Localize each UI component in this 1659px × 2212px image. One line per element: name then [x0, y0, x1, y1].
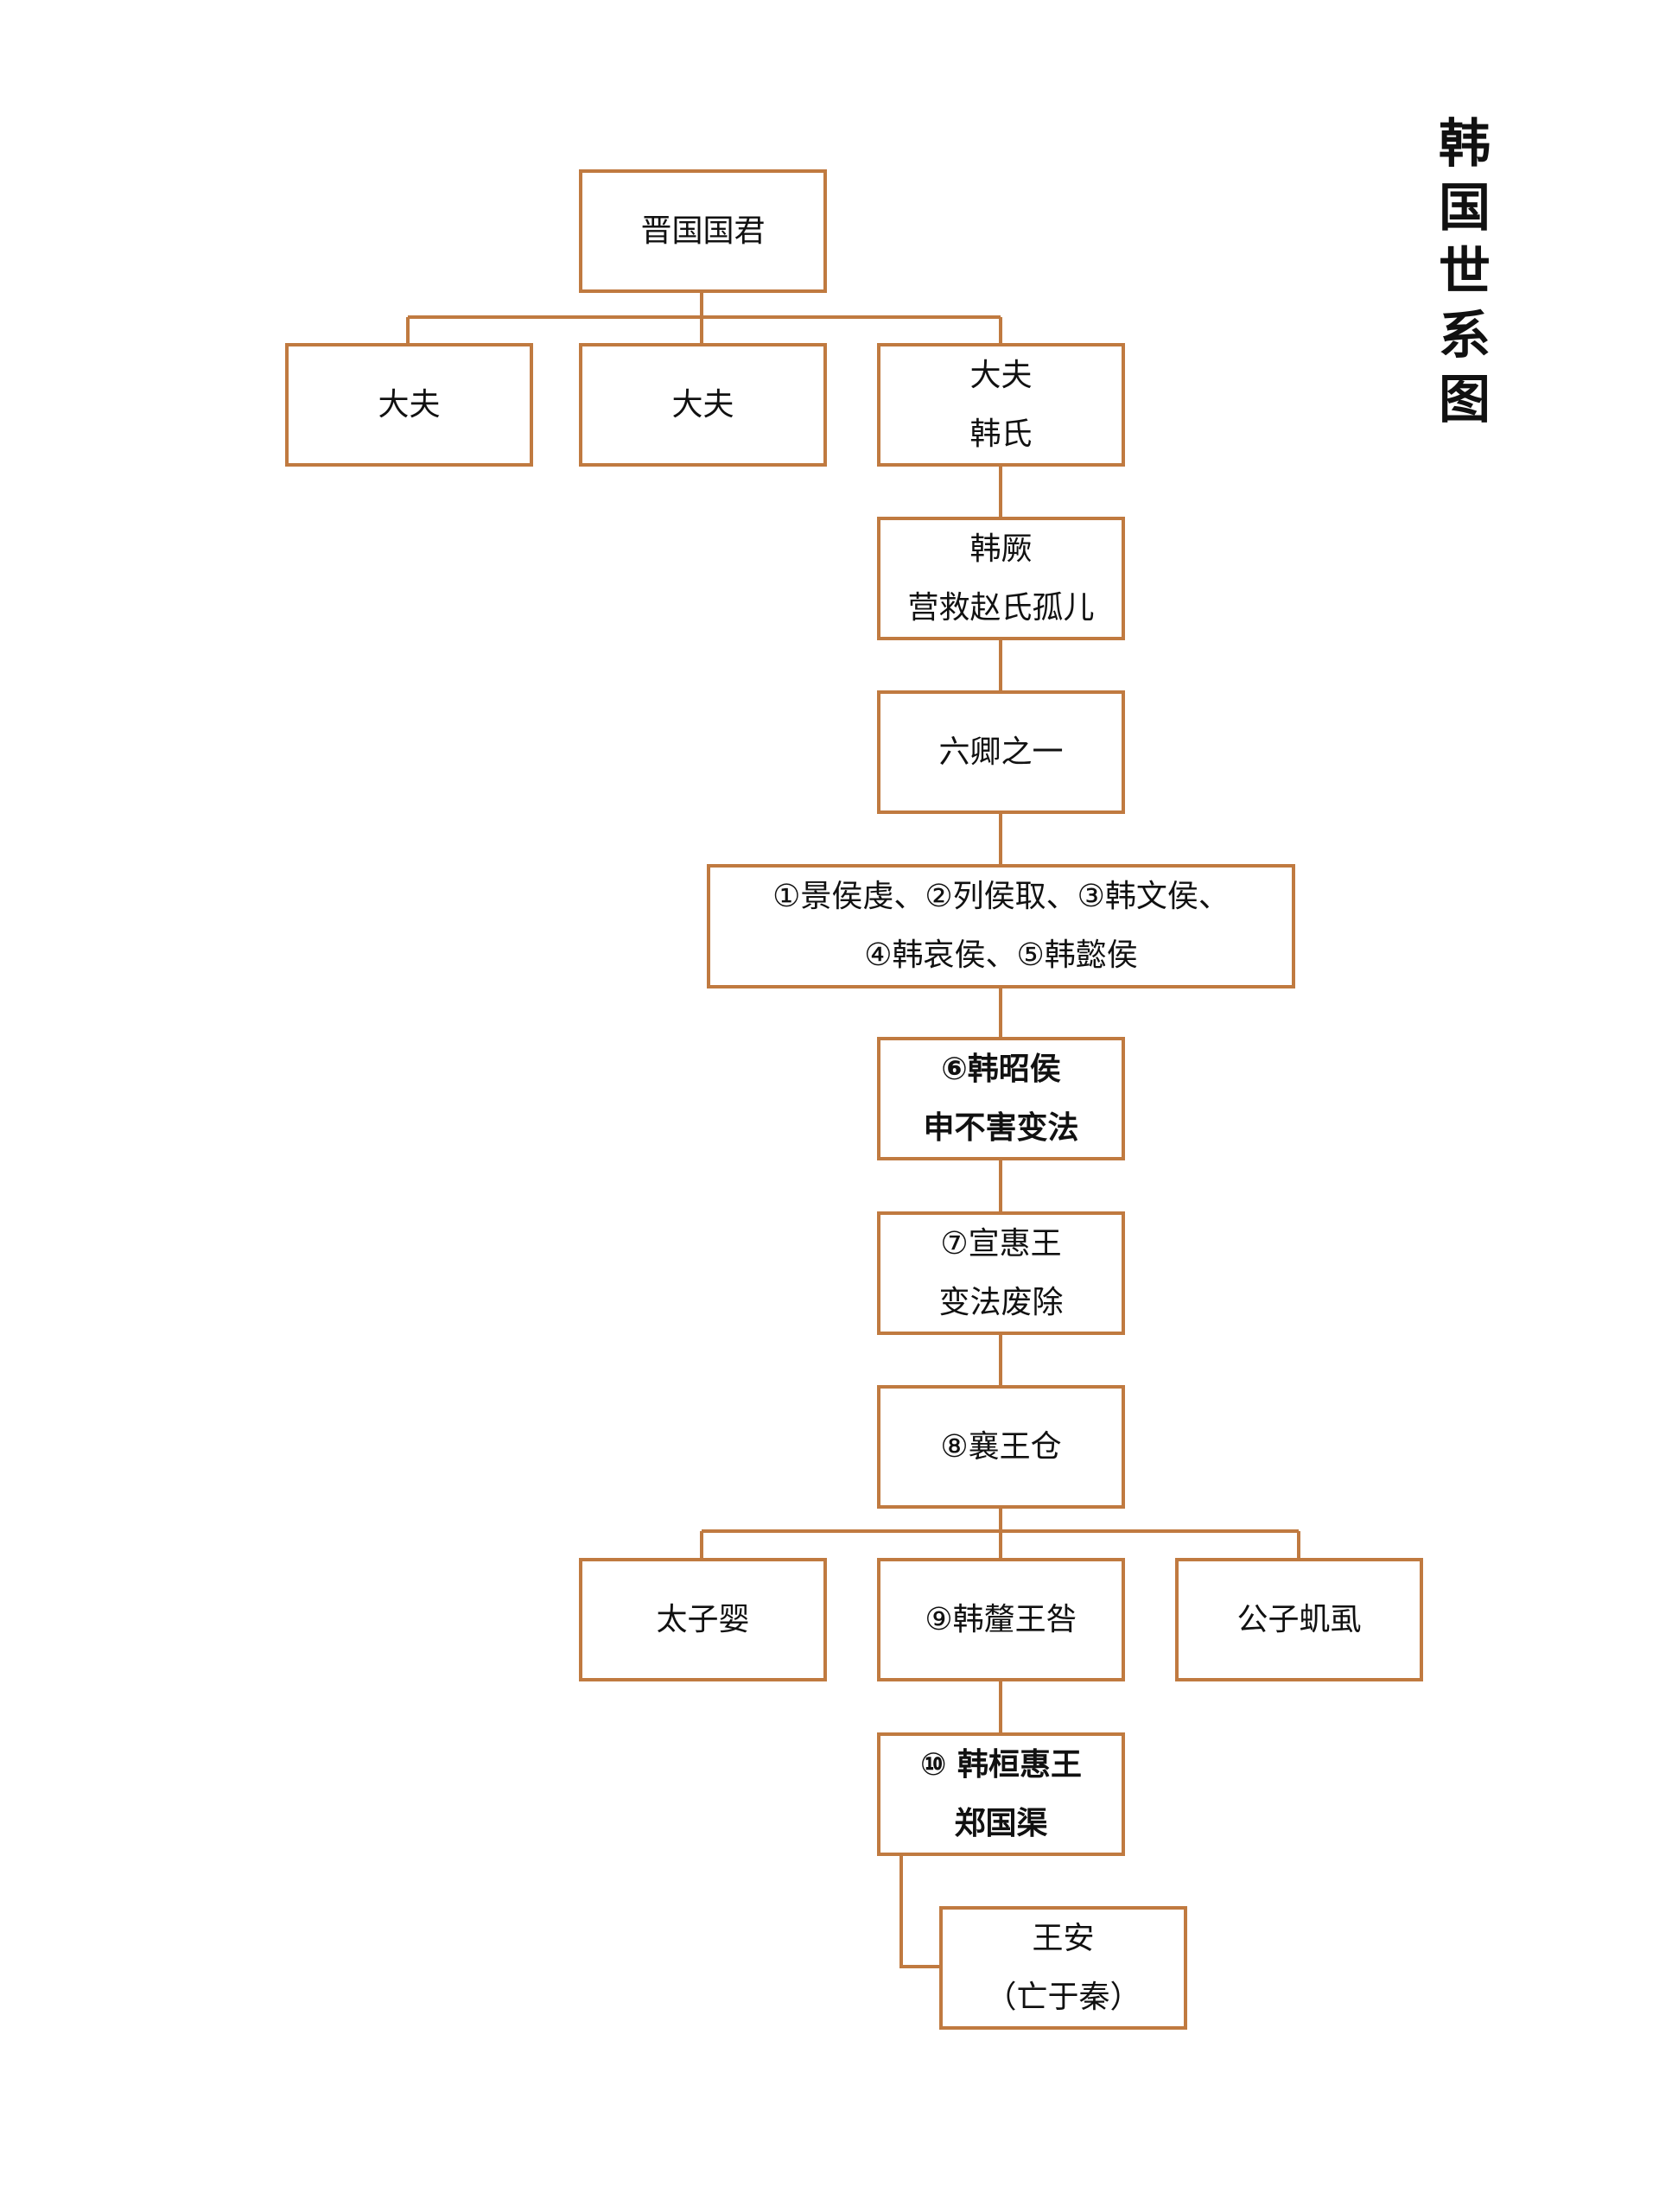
node-label: ⑨韩釐王咎 — [925, 1601, 1077, 1637]
node-label: （亡于秦） — [985, 1979, 1141, 2015]
node-xuanhui-wang: ⑦宣惠王 变法废除 — [877, 1211, 1125, 1335]
node-label: 晋国国君 — [640, 213, 766, 249]
node-label: ④韩哀侯、⑤韩懿侯 — [864, 938, 1138, 973]
node-huanhui-wang: ⑩ 韩桓惠王 郑国渠 — [877, 1732, 1125, 1856]
node-label: 韩厥 — [969, 531, 1033, 567]
node-prince-jishi: 公子虮虱 — [1175, 1558, 1423, 1681]
node-label: ⑦宣惠王 — [940, 1225, 1062, 1262]
node-xi-wang: ⑨韩釐王咎 — [877, 1558, 1125, 1681]
node-xiang-wang: ⑧襄王仓 — [877, 1385, 1125, 1509]
node-label: ⑧襄王仓 — [940, 1428, 1062, 1465]
node-label: 大夫 — [378, 386, 441, 423]
node-label: 六卿之一 — [938, 734, 1064, 770]
node-label: ①景侯虔、②列侯取、③韩文侯、 — [772, 879, 1230, 914]
node-dafu-mid: 大夫 — [579, 343, 827, 467]
node-label: ⑥韩昭侯 — [941, 1051, 1061, 1087]
node-label: 大夫 — [671, 386, 734, 423]
node-six-ministers: 六卿之一 — [877, 690, 1125, 814]
node-han-jue: 韩厥 营救赵氏孤儿 — [877, 517, 1125, 640]
node-label: 大夫 — [969, 357, 1033, 393]
node-label: 郑国渠 — [954, 1805, 1048, 1841]
connector-xiang-to-children — [700, 1509, 1300, 1558]
node-label: 王安 — [1032, 1920, 1095, 1956]
node-crown-prince: 太子婴 — [579, 1558, 827, 1681]
node-label: ⑩ 韩桓惠王 — [919, 1746, 1082, 1783]
connector-huanhui-to-wang-an — [899, 1856, 940, 1968]
node-rulers-1-5: ①景侯虔、②列侯取、③韩文侯、 ④韩哀侯、⑤韩懿侯 — [707, 864, 1295, 988]
node-dafu-left: 大夫 — [285, 343, 533, 467]
diagram-title: 韩国世系图 — [1439, 114, 1491, 430]
node-label: 变法废除 — [938, 1284, 1064, 1320]
node-dafu-han: 大夫 韩氏 — [877, 343, 1125, 467]
node-label: 申不害变法 — [923, 1109, 1079, 1146]
node-jin-ruler: 晋国国君 — [579, 169, 827, 293]
node-label: 公子虮虱 — [1236, 1601, 1362, 1637]
node-label: 韩氏 — [969, 416, 1033, 452]
node-label: 太子婴 — [656, 1601, 750, 1637]
node-label: 营救赵氏孤儿 — [907, 589, 1095, 626]
connector-jin-to-dafu — [406, 291, 1002, 344]
node-wang-an: 王安 （亡于秦） — [939, 1906, 1187, 2030]
node-zhao-hou: ⑥韩昭侯 申不害变法 — [877, 1037, 1125, 1160]
